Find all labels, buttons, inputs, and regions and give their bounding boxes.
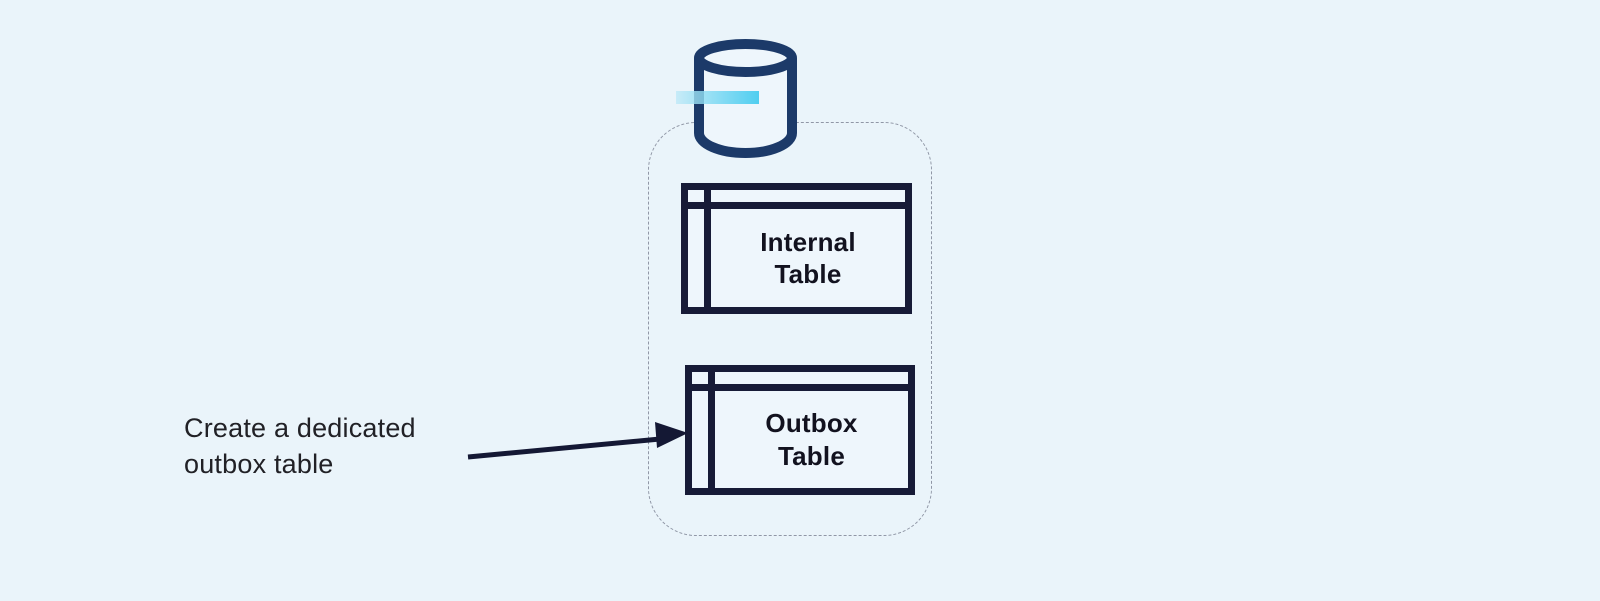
table-left-column-divider <box>704 190 711 307</box>
arrow-icon <box>467 422 688 460</box>
annotation-text: Create a dedicated outbox table <box>184 413 416 479</box>
table-header-row-divider <box>688 202 905 209</box>
table-left-column-divider <box>708 372 715 488</box>
table-header-row-divider <box>692 384 908 391</box>
outbox-table-label: Outbox Table <box>765 408 858 471</box>
outbox-table-node: Outbox Table <box>685 365 915 495</box>
cyan-highlight-stripe-icon <box>676 91 759 104</box>
database-cylinder-icon <box>694 39 797 158</box>
internal-table-label: Internal Table <box>760 226 856 290</box>
internal-table-node: Internal Table <box>681 183 912 314</box>
